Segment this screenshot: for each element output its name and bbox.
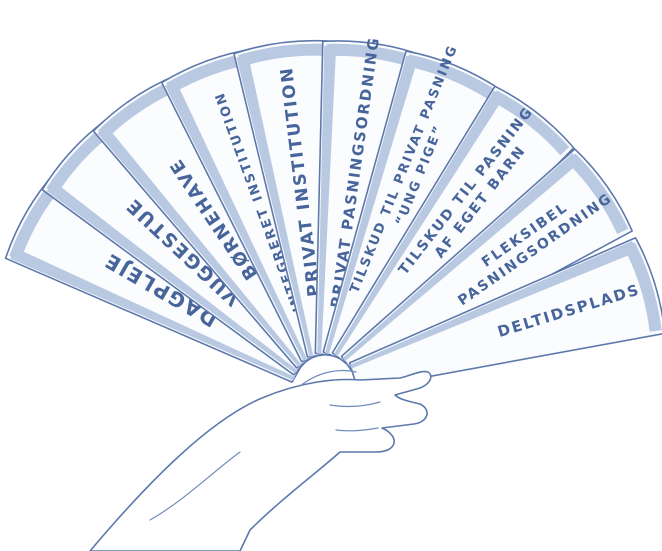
hand [90,371,431,551]
